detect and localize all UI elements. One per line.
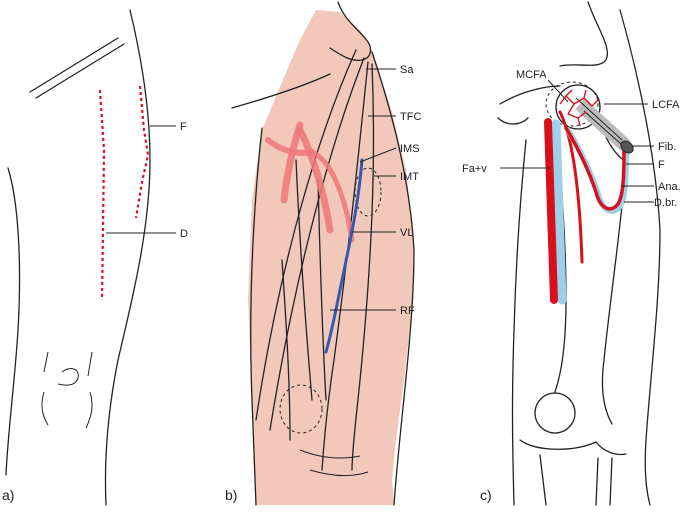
panel-c: MCFA LCFA Fib. F Fa+v Ana. D.br. c) (462, 2, 681, 505)
knee-mark (86, 392, 92, 428)
knee-mark (44, 352, 48, 372)
patella (535, 393, 575, 433)
callout-ana: Ana. (658, 181, 681, 193)
callout-sa: Sa (400, 64, 414, 76)
tibia-edge (540, 455, 546, 505)
callout-ims: IMS (400, 143, 420, 155)
panel-label-b: b) (225, 487, 237, 503)
callout-dbr: D.br. (654, 197, 677, 209)
callout-tfc: TFC (400, 111, 421, 123)
iliac-outline (560, 2, 607, 66)
tibial-plateau (520, 440, 626, 455)
incision-line-f (136, 86, 148, 218)
panel-a: F D a) (2, 10, 188, 505)
callout-imt: IMT (400, 171, 419, 183)
thigh-medial-contour (6, 168, 20, 475)
thigh-lateral-contour-c (620, 10, 660, 505)
incision-line-d (100, 90, 104, 300)
callout-rf: RF (400, 305, 415, 317)
callout-fav: Fa+v (462, 163, 487, 175)
callout-f: F (180, 121, 187, 133)
callout-d: D (180, 228, 188, 240)
callout-vl: VL (400, 227, 413, 239)
pubic-outline (500, 86, 560, 104)
callout-lcfa: LCFA (652, 99, 680, 111)
thigh-medial-contour-c (513, 140, 527, 505)
panel-label-a: a) (2, 487, 14, 503)
fibula-edge (610, 458, 612, 505)
callout-fib: Fib. (658, 141, 676, 153)
inguinal-line-inner (36, 44, 124, 98)
pubic-outline (498, 118, 528, 124)
inguinal-line-outer (30, 38, 118, 92)
callout-mcfa: MCFA (516, 69, 547, 81)
panel-label-c: c) (480, 487, 492, 503)
knee-mark (88, 352, 92, 376)
callout-f: F (658, 159, 665, 171)
thigh-fill (248, 10, 414, 505)
knee-mark (42, 392, 48, 425)
patella-mark (58, 369, 78, 385)
thigh-lateral-contour (106, 10, 151, 505)
tibia-edge (596, 458, 598, 505)
panel-b: Sa TFC IMS IMT VL RF b) (225, 2, 421, 505)
